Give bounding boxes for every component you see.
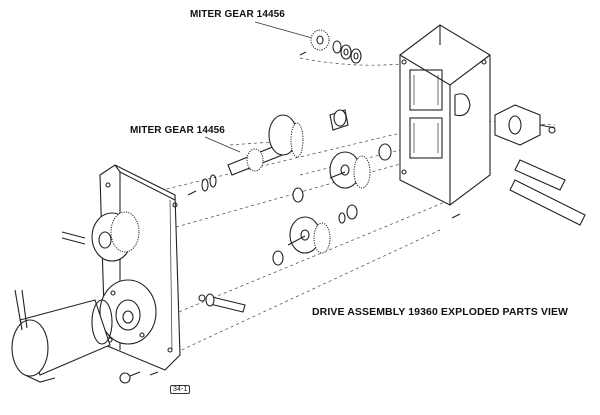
miter-gear-mid-part [187,114,304,196]
gear-housing [399,24,491,219]
miter-gear-label-mid: MITER GEAR 14456 [130,125,225,136]
diagram-title: DRIVE ASSEMBLY 19360 EXPLODED PARTS VIEW [312,306,569,318]
lower-gear [287,216,331,254]
miter-gear-label-top: MITER GEAR 14456 [190,9,285,20]
knob-gear [61,211,140,262]
reference-tag: 34-1 [170,385,191,394]
spacers [272,109,392,266]
label-leaders [204,21,313,153]
center-gear [329,151,371,189]
fasteners [119,293,246,384]
drive-motor [11,289,113,383]
miter-gear-top-part [299,29,362,64]
right-shaft-assembly [494,104,586,226]
motor-flange [99,279,157,345]
